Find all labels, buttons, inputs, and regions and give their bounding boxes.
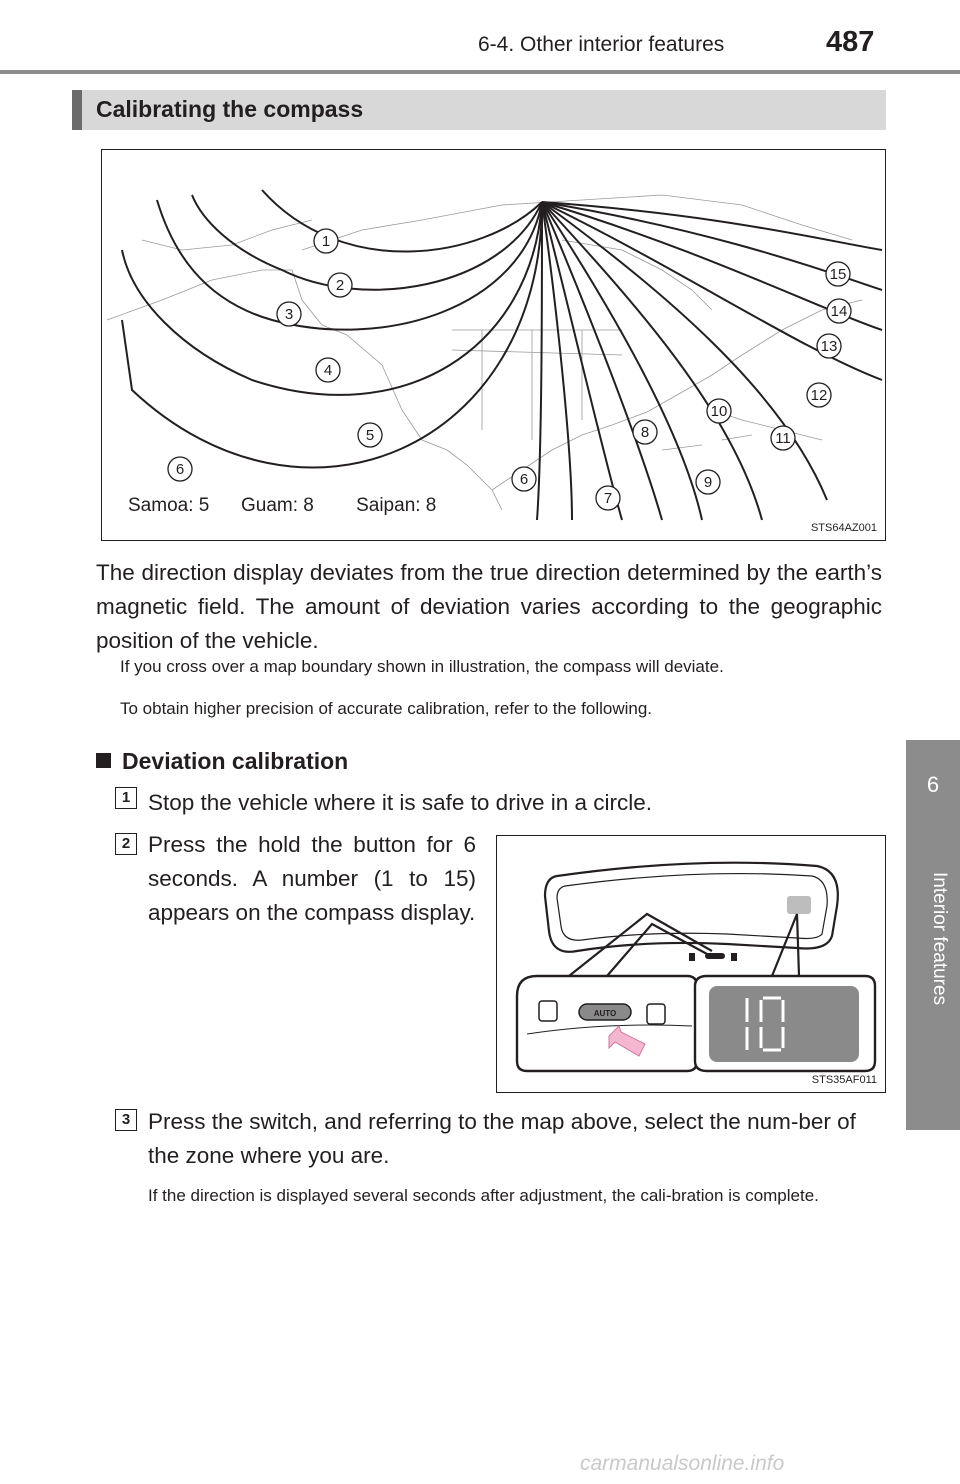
svg-text:7: 7: [604, 490, 612, 507]
zone-map-drawing: 1 2 3 4 5 6 6 7 8 9 10 11 12 13 14 15: [106, 189, 883, 521]
svg-text:2: 2: [336, 277, 344, 294]
section-title: Calibrating the compass: [96, 96, 364, 122]
header-section-label: 6-4. Other interior features: [478, 33, 725, 56]
zone-label-6-west: 6: [167, 456, 193, 482]
button-callout: AUTO: [515, 974, 699, 1073]
map-caption: Samoa: 5 Guam: 8 Saipan: 8: [128, 495, 437, 516]
note-text: To obtain higher precision of accurate c…: [120, 699, 653, 718]
step-note: If the direction is displayed several se…: [148, 1186, 819, 1205]
svg-text:9: 9: [704, 474, 712, 491]
step-text: Press the switch, and referring to the m…: [148, 1109, 856, 1168]
section-title-bar: Calibrating the compass: [72, 90, 886, 130]
compass-zone-map: 1 2 3 4 5 6 6 7 8 9 10 11 12 13 14 15 Sa…: [101, 149, 886, 541]
zone-label-7: 7: [595, 485, 621, 511]
svg-text:4: 4: [324, 362, 332, 379]
zone-label-11: 11: [770, 425, 796, 451]
svg-text:12: 12: [811, 387, 828, 404]
header-divider: [0, 70, 960, 74]
svg-text:10: 10: [711, 403, 728, 420]
zone-label-15: 15: [825, 261, 851, 287]
mirror-drawing: AUTO: [515, 861, 877, 1073]
zone-display-value-icon: [745, 996, 785, 1052]
chapter-tab[interactable]: 6 Interior features: [906, 740, 960, 1130]
display-callout: [693, 974, 877, 1073]
zone-label-1: 1: [313, 228, 339, 254]
zone-label-9: 9: [695, 469, 721, 495]
zone-label-3: 3: [276, 301, 302, 327]
mirror-figure-id: STS35AF011: [811, 1074, 877, 1086]
zone-label-6-east: 6: [511, 466, 537, 492]
zone-number-labels: 1 2 3 4 5 6 6 7 8 9 10 11 12 13 14 15: [167, 228, 852, 511]
press-arrow-icon: [608, 1025, 646, 1057]
page-header: 6-4. Other interior features 487: [0, 0, 960, 80]
auto-button: [578, 1003, 632, 1021]
intro-paragraph: The direction display deviates from the …: [96, 560, 882, 653]
svg-text:AUTO: AUTO: [594, 1009, 617, 1018]
compass-display-panel: [709, 986, 859, 1062]
svg-text:13: 13: [821, 338, 838, 355]
svg-text:3: 3: [285, 306, 293, 323]
zone-label-14: 14: [826, 298, 852, 324]
subheading: Deviation calibration: [96, 748, 348, 775]
subheading-text: Deviation calibration: [122, 748, 349, 774]
rearview-mirror-figure: AUTO STS35AF011: [496, 835, 886, 1093]
page-number: 487: [826, 26, 875, 58]
svg-text:1: 1: [322, 233, 330, 250]
step-number-badge: 2: [115, 833, 137, 855]
zone-label-4: 4: [315, 357, 341, 383]
chapter-tab-title: Interior features: [929, 872, 950, 1006]
svg-text:5: 5: [366, 427, 374, 444]
svg-text:15: 15: [830, 266, 847, 283]
svg-text:11: 11: [775, 430, 791, 447]
coastline-outline: [106, 194, 863, 511]
callout-lines: [568, 912, 801, 977]
display-window-small: [787, 896, 811, 914]
step-text: Press the hold the button for 6 seconds.…: [148, 832, 476, 925]
zone-label-5: 5: [357, 422, 383, 448]
step-number-badge: 3: [115, 1109, 137, 1131]
step-number-badge: 1: [115, 787, 137, 809]
svg-text:14: 14: [831, 303, 848, 320]
zone-label-12: 12: [806, 382, 832, 408]
zone-label-8: 8: [632, 419, 658, 445]
footer-watermark: carmanualsonline.info: [580, 1452, 785, 1475]
zone-boundary-lines: [121, 189, 883, 521]
svg-text:6: 6: [520, 471, 528, 488]
svg-text:8: 8: [641, 424, 649, 441]
square-bullet-icon: [96, 753, 111, 768]
chapter-tab-number: 6: [926, 772, 940, 797]
map-figure-id: STS64AZ001: [810, 522, 877, 534]
zone-label-2: 2: [327, 272, 353, 298]
note-text: If you cross over a map boundary shown i…: [120, 657, 724, 676]
step-text: Stop the vehicle where it is safe to dri…: [148, 790, 652, 815]
zone-label-13: 13: [816, 333, 842, 359]
zone-label-10: 10: [706, 398, 732, 424]
svg-text:6: 6: [176, 461, 184, 478]
